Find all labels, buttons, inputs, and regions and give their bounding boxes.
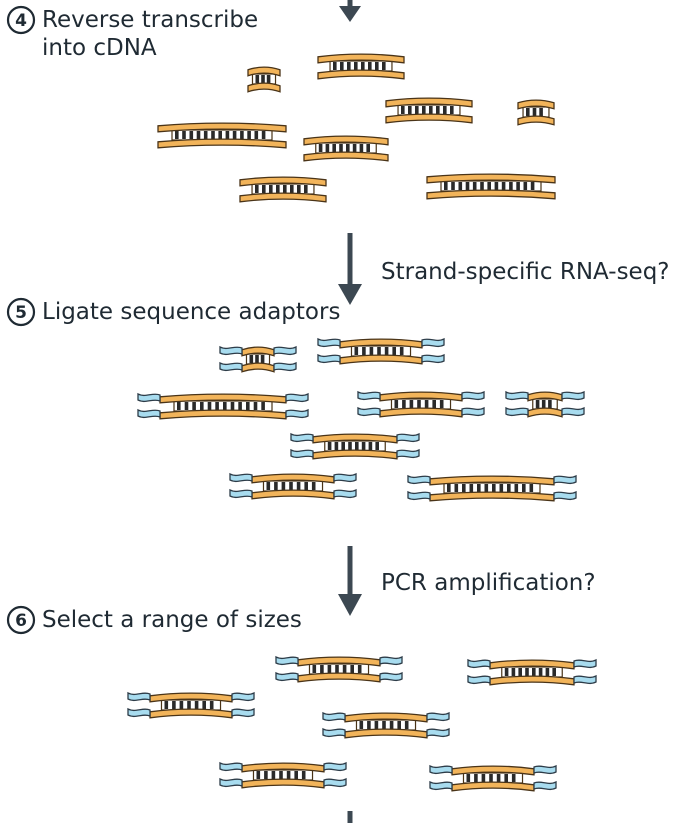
step-5-title: Ligate sequence adaptors (42, 299, 340, 325)
cdna-fragment-group (157, 53, 556, 203)
size-selected-fragment-group (127, 655, 597, 792)
cdna-fragment (426, 173, 556, 200)
cdna-fragment (317, 53, 405, 80)
adaptor-ligated-fragment (505, 390, 585, 418)
step-4-title-line2: into cDNA (42, 35, 157, 61)
cdna-fragment (385, 97, 473, 124)
arrow-pcr-amplification: PCR amplification? (338, 546, 596, 616)
arrow-label-strand-specific: Strand-specific RNA-seq? (381, 259, 670, 285)
cdna-fragment (517, 99, 555, 126)
adaptor-ligated-fragment (467, 658, 597, 686)
adaptor-ligated-fragment (357, 390, 485, 418)
cdna-fragment (247, 66, 281, 93)
adaptor-ligated-fragment (137, 392, 309, 420)
step-6-number: 6 (15, 611, 27, 631)
step-4-heading: 4 Reverse transcribe into cDNA (6, 5, 258, 61)
adaptor-ligated-fragment (322, 711, 450, 739)
adaptor-ligated-fragment (429, 764, 557, 792)
cdna-fragment (303, 135, 389, 162)
adaptor-ligated-fragment (407, 474, 577, 502)
adaptor-ligated-fragment (275, 655, 403, 683)
arrow-label-pcr-amplification: PCR amplification? (381, 570, 596, 596)
step-4-number-circle (6, 5, 36, 35)
adaptor-ligated-fragment (127, 691, 255, 719)
adaptor-ligated-fragment-group (137, 337, 585, 502)
adaptor-ligated-fragment (229, 472, 357, 500)
arrow-strand-specific: Strand-specific RNA-seq? (338, 233, 670, 305)
top-arrow (339, 0, 361, 22)
adaptor-ligated-fragment (219, 761, 347, 789)
adaptor-ligated-fragment (290, 432, 420, 460)
step-6-heading: 6 Select a range of sizes (6, 605, 302, 635)
adaptor-ligated-fragment (219, 345, 297, 373)
cdna-fragment (157, 122, 287, 149)
cdna-fragment (239, 176, 327, 203)
step-5-heading: 5 Ligate sequence adaptors (6, 297, 340, 327)
step-6-number-circle (6, 605, 36, 635)
step-5-number: 5 (15, 303, 27, 323)
step-5-number-circle (6, 297, 36, 327)
step-4-number: 4 (15, 11, 27, 31)
adaptor-ligated-fragment (317, 337, 445, 365)
step-6-title: Select a range of sizes (42, 607, 302, 633)
step-4-title-line1: Reverse transcribe (42, 7, 258, 33)
